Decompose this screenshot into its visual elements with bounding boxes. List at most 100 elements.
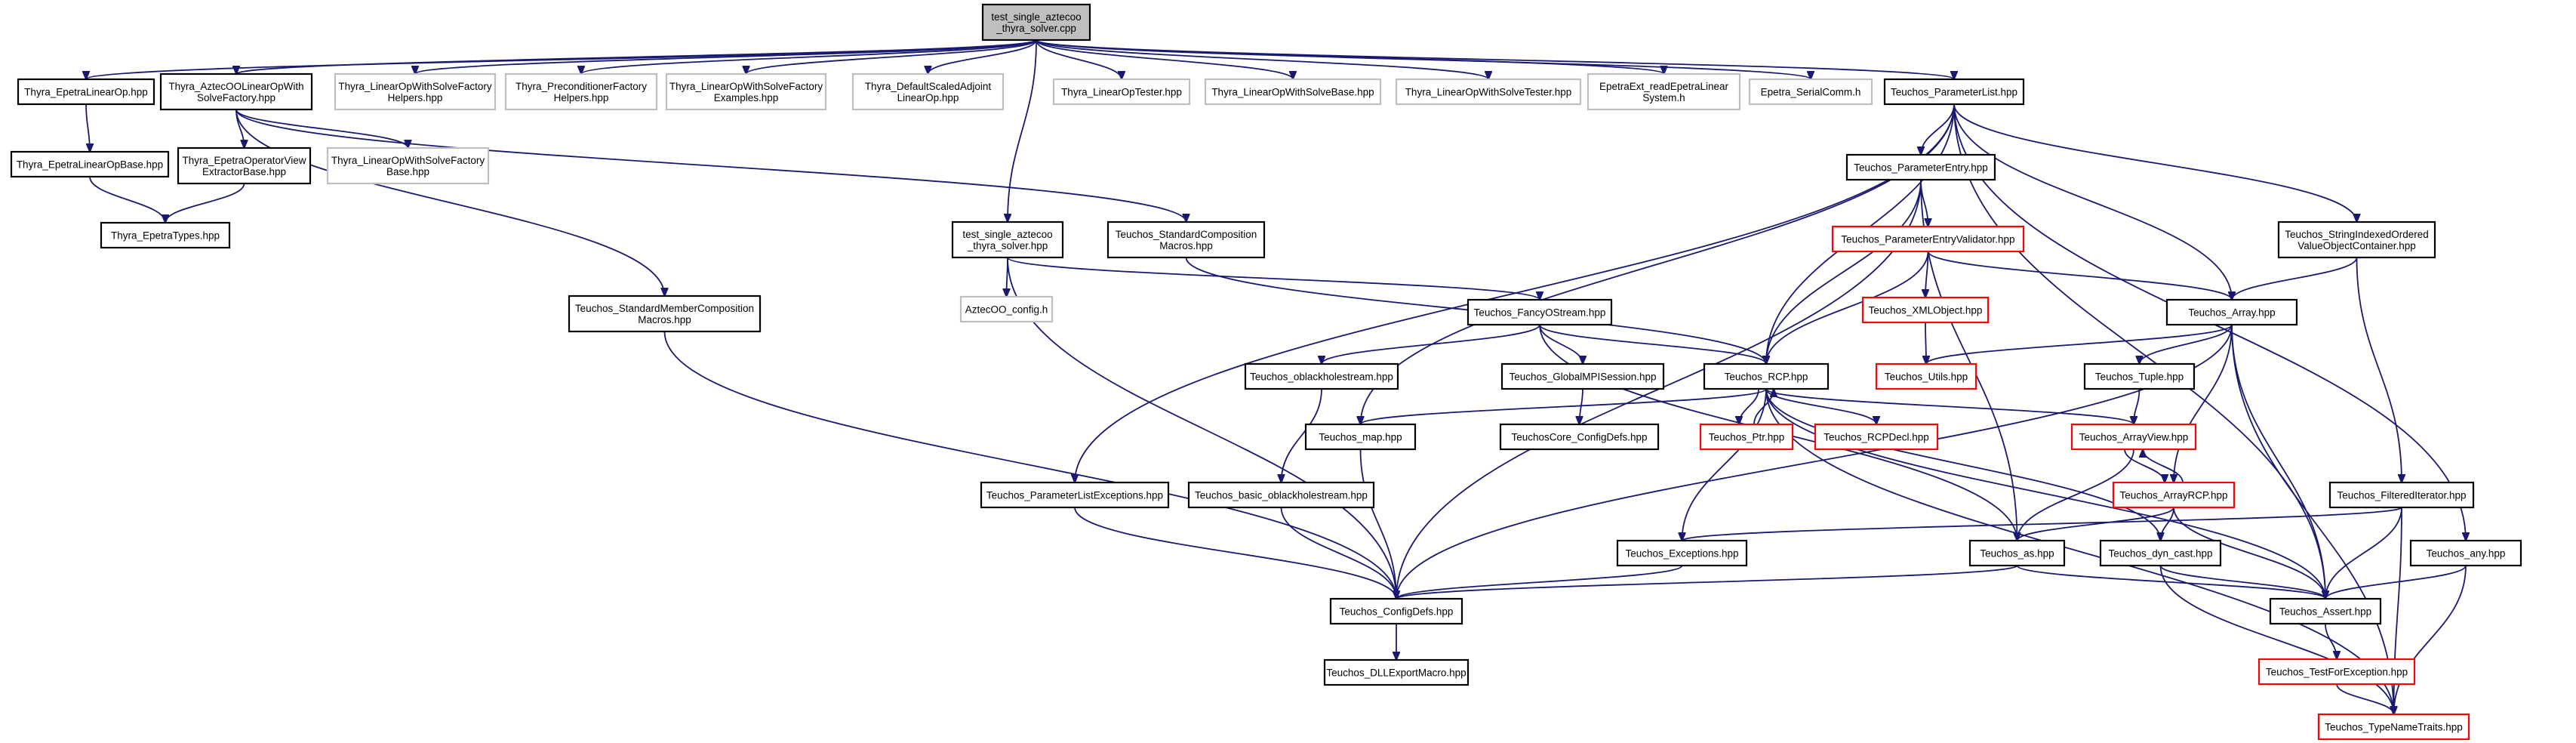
node-ttfe[interactable]: Teuchos_TestForException.hpp xyxy=(2257,658,2416,686)
node-tobh[interactable]: Teuchos_oblackholestream.hpp xyxy=(1244,362,1399,390)
node-box xyxy=(1304,423,1417,451)
edge-tazt-to-tscm xyxy=(235,109,1186,222)
node-box xyxy=(100,221,231,249)
node-tptr[interactable]: Teuchos_Ptr.hpp xyxy=(1699,423,1794,451)
node-tet[interactable]: Thyra_EpetraTypes.hpp xyxy=(100,221,231,249)
node-label: Teuchos_ParameterList.hpp xyxy=(1891,87,2017,98)
node-tassert[interactable]: Teuchos_Assert.hpp xyxy=(2269,597,2382,625)
node-tcd[interactable]: Teuchos_ConfigDefs.hpp xyxy=(1329,597,1463,625)
node-tpe[interactable]: Teuchos_ParameterEntry.hpp xyxy=(1845,153,1996,181)
edge-tarr-to-tarcp xyxy=(2174,324,2233,482)
edge-tpev-to-trcp xyxy=(1766,251,1929,364)
node-label: Macros.hpp xyxy=(1159,240,1213,251)
node-label: Thyra_LinearOpWithSolveFactory xyxy=(331,155,485,166)
node-label: ValueObjectContainer.hpp xyxy=(2297,240,2416,251)
node-tazt[interactable]: Thyra_AztecOOLinearOpWithSolveFactory.hp… xyxy=(159,72,313,111)
node-tdll[interactable]: Teuchos_DLLExportMacro.hpp xyxy=(1323,658,1470,686)
node-tarcp[interactable]: Teuchos_ArrayRCP.hpp xyxy=(2112,481,2236,509)
node-box xyxy=(326,146,490,185)
node-tpev[interactable]: Teuchos_ParameterEntryValidator.hpp xyxy=(1831,225,2025,253)
node-telb[interactable]: Thyra_EpetraLinearOpBase.hpp xyxy=(10,150,170,178)
node-box xyxy=(1467,298,1613,326)
node-trcpd[interactable]: Teuchos_RCPDecl.hpp xyxy=(1814,423,1939,451)
node-label: Teuchos_ConfigDefs.hpp xyxy=(1340,606,1454,618)
node-box xyxy=(10,150,170,178)
node-label: Thyra_LinearOpWithSolveFactory xyxy=(338,81,492,92)
node-tbobh[interactable]: Teuchos_basic_oblackholestream.hpp xyxy=(1187,481,1375,509)
edge-tas-to-tcd xyxy=(1396,565,2018,599)
edge-ttfe-to-ttnt xyxy=(2336,683,2394,714)
node-tple[interactable]: Teuchos_ParameterListExceptions.hpp xyxy=(980,481,1170,509)
node-box xyxy=(159,72,313,111)
node-box xyxy=(1616,539,1748,567)
node-tfos[interactable]: Teuchos_FancyOStream.hpp xyxy=(1467,298,1613,326)
node-tas[interactable]: Teuchos_as.hpp xyxy=(1968,539,2066,567)
node-tgmpi[interactable]: Teuchos_GlobalMPISession.hpp xyxy=(1500,362,1665,390)
edge-root-to-tazt xyxy=(236,39,1037,74)
node-label: Teuchos_Array.hpp xyxy=(2188,307,2275,319)
edge-tarr-to-tassert xyxy=(2231,324,2325,599)
node-tsaz[interactable]: test_single_aztecoo_thyra_solver.hpp xyxy=(951,220,1064,259)
node-label: EpetraExt_readEpetraLinear xyxy=(1599,81,1729,92)
node-box xyxy=(1499,423,1660,451)
node-tel[interactable]: Thyra_EpetraLinearOp.hpp xyxy=(17,78,155,106)
node-root[interactable]: test_single_aztecoo_thyra_solver.cpp xyxy=(981,3,1091,42)
node-tutils[interactable]: Teuchos_Utils.hpp xyxy=(1875,362,1977,390)
node-texc[interactable]: Teuchos_Exceptions.hpp xyxy=(1616,539,1748,567)
node-tmap[interactable]: Teuchos_map.hpp xyxy=(1304,423,1417,451)
node-label: Teuchos_StandardMemberComposition xyxy=(575,303,754,314)
node-label: Teuchos_ParameterListExceptions.hpp xyxy=(986,490,1163,501)
node-box xyxy=(981,3,1091,42)
edge-tsiovoc-to-tarr xyxy=(2232,257,2358,300)
edge-trcp-to-tmap xyxy=(1361,388,1767,424)
node-box xyxy=(1883,78,2025,106)
node-box xyxy=(2257,658,2416,686)
edge-tav-to-tas xyxy=(2017,449,2134,541)
edge-tfos-to-trcp xyxy=(1539,324,1766,364)
node-box xyxy=(951,220,1064,259)
node-tfi[interactable]: Teuchos_FilteredIterator.hpp xyxy=(2328,481,2475,509)
edge-tdyn-to-ttnt xyxy=(2159,565,2394,714)
edge-tel-to-telb xyxy=(85,103,90,152)
node-tsiovoc[interactable]: Teuchos_StringIndexedOrderedValueObjectC… xyxy=(2277,220,2436,259)
node-box xyxy=(2112,481,2236,509)
edge-tple-to-tcd xyxy=(1074,507,1396,599)
edge-tpe-to-trcp xyxy=(1766,179,1922,364)
node-tpl[interactable]: Teuchos_ParameterList.hpp xyxy=(1883,78,2025,106)
edge-tfi-to-texc xyxy=(1682,507,2402,541)
edge-tany-to-ttnt xyxy=(2394,565,2467,714)
node-ttnt[interactable]: Teuchos_TypeNameTraits.hpp xyxy=(2317,713,2470,741)
edge-tarcp-to-tav xyxy=(2143,449,2184,483)
edge-tarr-to-ttnt xyxy=(2231,324,2394,714)
edge-tpl-to-tpe xyxy=(1921,103,1955,155)
node-box xyxy=(1875,362,1977,390)
node-label: test_single_aztecoo xyxy=(962,229,1052,240)
node-label: Teuchos_StandardComposition xyxy=(1116,229,1257,240)
edge-root-to-tpl xyxy=(1036,39,1954,79)
edge-trcp-to-tdyn xyxy=(1765,388,2161,541)
edge-ttuple-to-tav xyxy=(2134,388,2141,424)
node-label: Teuchos_dyn_cast.hpp xyxy=(2108,548,2212,560)
node-box xyxy=(334,72,497,111)
node-tany[interactable]: Teuchos_any.hpp xyxy=(2409,539,2522,567)
node-tarr[interactable]: Teuchos_Array.hpp xyxy=(2165,298,2298,326)
edge-root-to-tsaz xyxy=(1008,39,1037,222)
node-tdyn[interactable]: Teuchos_dyn_cast.hpp xyxy=(2099,539,2222,567)
node-txml[interactable]: Teuchos_XMLObject.hpp xyxy=(1861,296,1990,324)
node-trcp[interactable]: Teuchos_RCP.hpp xyxy=(1703,362,1830,390)
node-label: _thyra_solver.cpp xyxy=(996,23,1076,34)
edge-tsiovoc-to-tfi xyxy=(2356,257,2402,482)
node-ttuple[interactable]: Teuchos_Tuple.hpp xyxy=(2083,362,2196,390)
node-tccd[interactable]: TeuchosCore_ConfigDefs.hpp xyxy=(1499,423,1660,451)
node-label: Teuchos_map.hpp xyxy=(1319,432,1402,443)
edge-tdyn-to-tassert xyxy=(2159,565,2326,599)
node-tsmcm[interactable]: Teuchos_StandardMemberCompositionMacros.… xyxy=(568,294,762,333)
node-label: Teuchos_ArrayRCP.hpp xyxy=(2119,490,2227,501)
node-tav[interactable]: Teuchos_ArrayView.hpp xyxy=(2070,423,2197,451)
node-tlot: Thyra_LinearOpTester.hpp xyxy=(1052,78,1191,106)
node-box xyxy=(1052,78,1191,106)
node-teove[interactable]: Thyra_EpetraOperatorViewExtractorBase.hp… xyxy=(177,146,312,185)
node-label: Teuchos_Ptr.hpp xyxy=(1709,432,1785,443)
